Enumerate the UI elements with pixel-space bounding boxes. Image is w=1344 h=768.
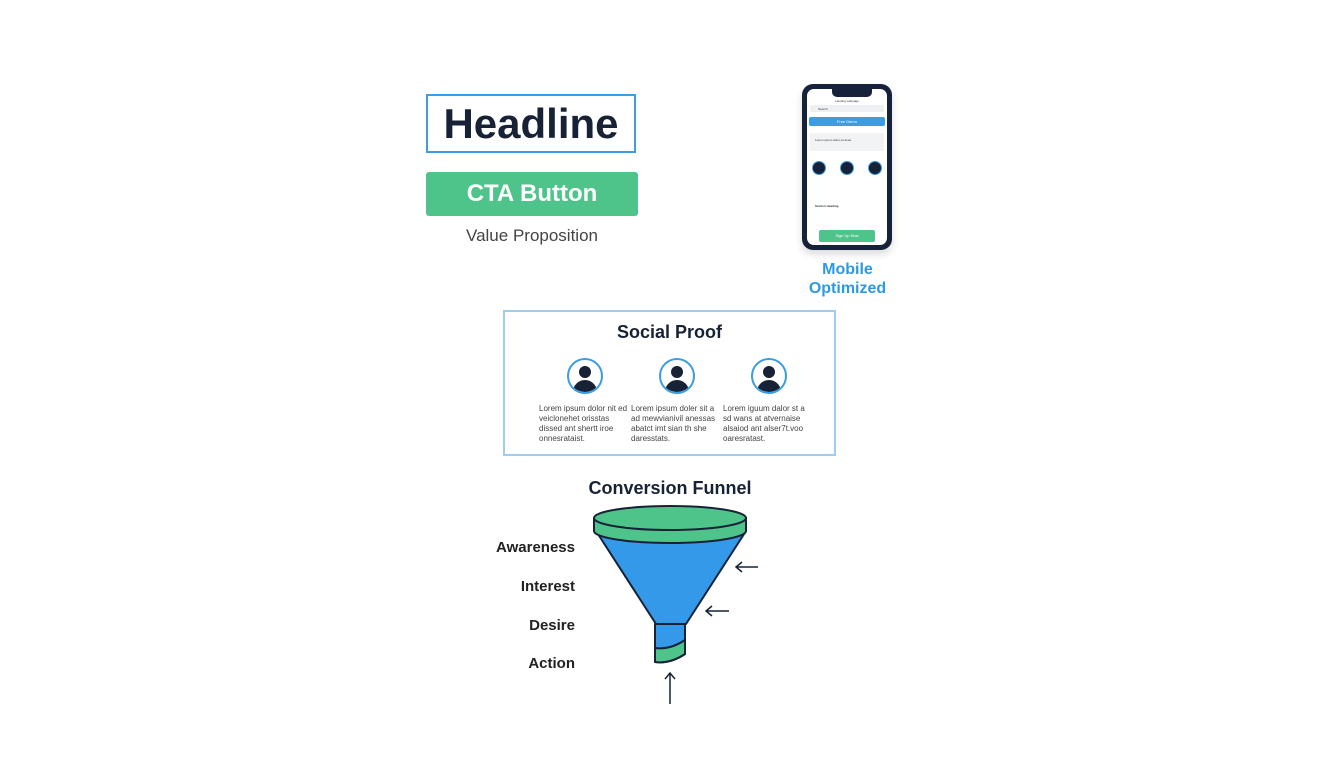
testimonial-text: Lorem iguum dalor st a sd wans at atvern… — [723, 404, 805, 443]
phone-notch — [832, 89, 872, 97]
screen-cta: Sign Up Now — [819, 230, 875, 242]
screen-card-text: Lorem ipsum dolor sit amet — [815, 138, 852, 142]
mobile-phone-mockup: Landing webpage Search Free Demo Lorem i… — [802, 84, 892, 250]
testimonial: Lorem ipsum doler sit a ad mewvianivil a… — [631, 358, 723, 444]
headline-box: Headline — [426, 94, 636, 153]
screen-search-bar: Search — [810, 105, 884, 112]
funnel-title: Conversion Funnel — [588, 478, 752, 498]
stage-desire: Desire — [529, 617, 575, 634]
social-proof-title: Social Proof — [616, 322, 723, 342]
stage-awareness: Awareness — [496, 539, 575, 556]
funnel-rim-top — [593, 505, 747, 531]
arrow-up-icon — [664, 671, 676, 704]
user-avatar-icon — [567, 358, 603, 394]
arrow-left-icon — [704, 605, 729, 617]
stage-action: Action — [528, 655, 575, 672]
testimonial: Lorem iguum dalor st a sd wans at atvern… — [723, 358, 815, 444]
funnel-cone — [595, 530, 747, 625]
screen-avatars — [812, 161, 882, 175]
screen-button: Free Demo — [809, 117, 885, 126]
phone-screen: Landing webpage Search Free Demo Lorem i… — [807, 89, 887, 245]
screen-avatar — [868, 161, 882, 175]
user-avatar-icon — [751, 358, 787, 394]
mobile-label-2: Optimized — [808, 280, 887, 297]
screen-card: Lorem ipsum dolor sit amet — [810, 133, 884, 151]
social-proof-panel: Social Proof Lorem ipsum dolor nit ed ve… — [503, 310, 836, 456]
value-proposition: Value Proposition — [466, 226, 598, 245]
screen-avatar — [812, 161, 826, 175]
screen-section: Section Heading — [815, 204, 839, 208]
mobile-label-1: Mobile — [822, 261, 873, 278]
testimonial-text: Lorem ipsum doler sit a ad mewvianivil a… — [631, 404, 716, 443]
screen-avatar — [840, 161, 854, 175]
screen-search-text: Search — [818, 107, 828, 111]
user-avatar-icon — [659, 358, 695, 394]
testimonial: Lorem ipsum dolor nit ed veiclonehet ori… — [539, 358, 631, 444]
stage-interest: Interest — [520, 578, 575, 595]
arrow-left-icon — [734, 561, 758, 573]
funnel-spout-band — [654, 639, 686, 664]
screen-title: Landing webpage — [835, 99, 859, 103]
testimonial-text: Lorem ipsum dolor nit ed veiclonehet ori… — [539, 404, 628, 443]
cta-button[interactable]: CTA Button — [426, 172, 638, 216]
